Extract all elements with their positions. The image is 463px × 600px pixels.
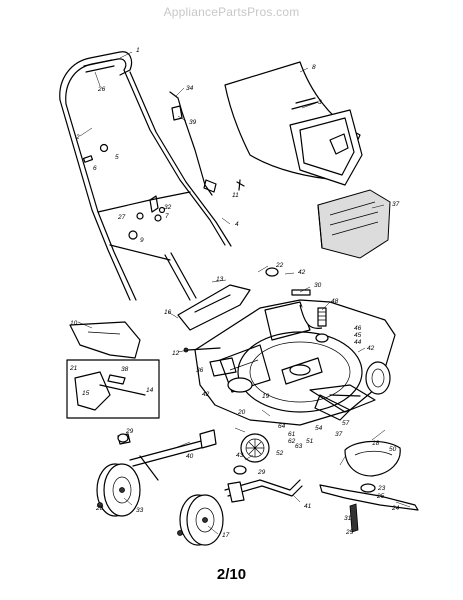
callout-label: 46 <box>354 325 362 332</box>
callout-label: 39 <box>189 119 197 126</box>
callout-label: 57 <box>342 420 350 427</box>
wheels <box>96 433 270 546</box>
callout-label: 16 <box>164 309 172 316</box>
callout-label: 40 <box>186 453 194 460</box>
leader-lines <box>77 51 411 535</box>
callout-label: 36 <box>196 367 204 374</box>
callout-label: 61 <box>288 431 296 438</box>
callout-label: 5 <box>115 154 119 161</box>
callout-labels: 1 26 34 8 3 39 2 5 6 11 37 32 7 27 9 4 2… <box>69 47 400 539</box>
callout-label: 17 <box>222 532 230 539</box>
callout-label: 31 <box>344 515 352 522</box>
callout-label: 8 <box>312 64 316 71</box>
callout-label: 25 <box>345 529 354 536</box>
callout-label: 28 <box>95 505 104 512</box>
callout-label: 42 <box>298 269 306 276</box>
callout-label: 22 <box>275 262 284 269</box>
chute-inset <box>66 359 160 419</box>
callout-label: 63 <box>295 443 303 450</box>
height-adjuster <box>117 433 303 503</box>
callout-label: 18 <box>372 440 380 447</box>
callout-label: 15 <box>82 390 90 397</box>
callout-label: 42 <box>367 345 375 352</box>
page-number: 2/10 <box>216 566 247 583</box>
mower-deck <box>194 299 396 426</box>
callout-label: 4 <box>235 221 239 228</box>
callout-label: 48 <box>331 298 339 305</box>
callout-label: 52 <box>276 450 284 457</box>
callout-label: 45 <box>354 332 362 339</box>
callout-label: 1 <box>136 47 140 54</box>
callout-label: 38 <box>121 366 129 373</box>
callout-label: 32 <box>164 204 172 211</box>
callout-label: 20 <box>237 409 246 416</box>
callout-label: 14 <box>146 387 154 394</box>
callout-label: 24 <box>391 505 400 512</box>
handle-assembly <box>59 51 232 301</box>
callout-label: 12 <box>172 350 180 357</box>
callout-label: 2 <box>75 134 80 141</box>
callout-label: 10 <box>70 320 78 327</box>
callout-label: 7 <box>165 213 169 220</box>
callout-label: 26 <box>97 86 106 93</box>
callout-label: 3 <box>318 99 322 106</box>
callout-label: 51 <box>306 438 314 445</box>
callout-label: 23 <box>377 485 386 492</box>
callout-label: 37 <box>335 431 343 438</box>
callout-label: 62 <box>288 438 296 445</box>
cable-parts <box>169 91 245 196</box>
callout-label: 29 <box>257 469 266 476</box>
mulch-plug <box>177 267 329 343</box>
side-discharge-chute <box>69 321 141 359</box>
callout-label: 34 <box>186 85 194 92</box>
callout-label: 41 <box>304 503 312 510</box>
callout-label: 44 <box>354 339 362 346</box>
front-axle-parts <box>183 347 237 377</box>
callout-label: 6 <box>93 165 97 172</box>
callout-label: 21 <box>69 365 78 372</box>
callout-label: 43 <box>236 452 244 459</box>
callout-label: 9 <box>140 237 144 244</box>
callout-label: 19 <box>262 393 270 400</box>
callout-label: 11 <box>232 192 239 199</box>
callout-label: 13 <box>216 276 224 283</box>
callout-label: 33 <box>136 507 144 514</box>
grass-bag <box>224 61 363 186</box>
blade-assembly <box>319 440 419 533</box>
callout-label: 50 <box>389 446 397 453</box>
rear-door <box>317 189 391 259</box>
callout-label: 54 <box>315 425 323 432</box>
callout-label: 25 <box>376 493 385 500</box>
callout-label: 42 <box>202 391 210 398</box>
watermark: AppliancePartsPros.com <box>163 5 300 19</box>
callout-label: 27 <box>117 214 126 221</box>
callout-label: 37 <box>392 201 400 208</box>
callout-label: 64 <box>278 423 286 430</box>
callout-label: 29 <box>125 428 134 435</box>
callout-label: 30 <box>314 282 322 289</box>
